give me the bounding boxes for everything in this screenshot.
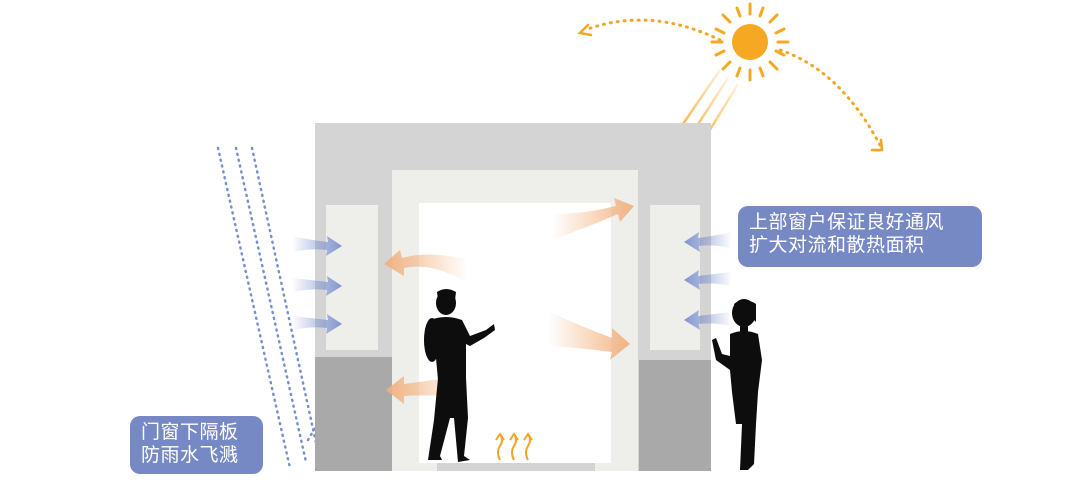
door-threshold [437,463,595,471]
lower-panel-right [639,360,711,471]
callout-lower-board-line1: 门窗下隔板 [141,421,239,443]
callout-lower-board: 门窗下隔板 防雨水飞溅 [130,416,263,474]
building [315,123,711,471]
sun-icon [710,2,790,82]
man-silhouette [424,289,495,462]
callout-lower-board-line2: 防雨水飞溅 [141,444,239,466]
woman-silhouette [712,299,762,470]
warm-air-lower-right [548,312,630,360]
cool-air-left [292,236,342,334]
warm-air-upper-right [552,198,634,240]
callout-upper-window-line1: 上部窗户保证良好通风 [749,211,945,233]
lower-panel-left [315,357,392,471]
sun-path [577,18,884,152]
heat-rising-icon [495,432,533,461]
callout-upper-window: 上部窗户保证良好通风 扩大对流和散热面积 [738,206,982,267]
callout-upper-window-line2: 扩大对流和散热面积 [749,234,925,256]
cool-air-right [684,232,732,330]
warm-air-upper-left [384,250,468,282]
